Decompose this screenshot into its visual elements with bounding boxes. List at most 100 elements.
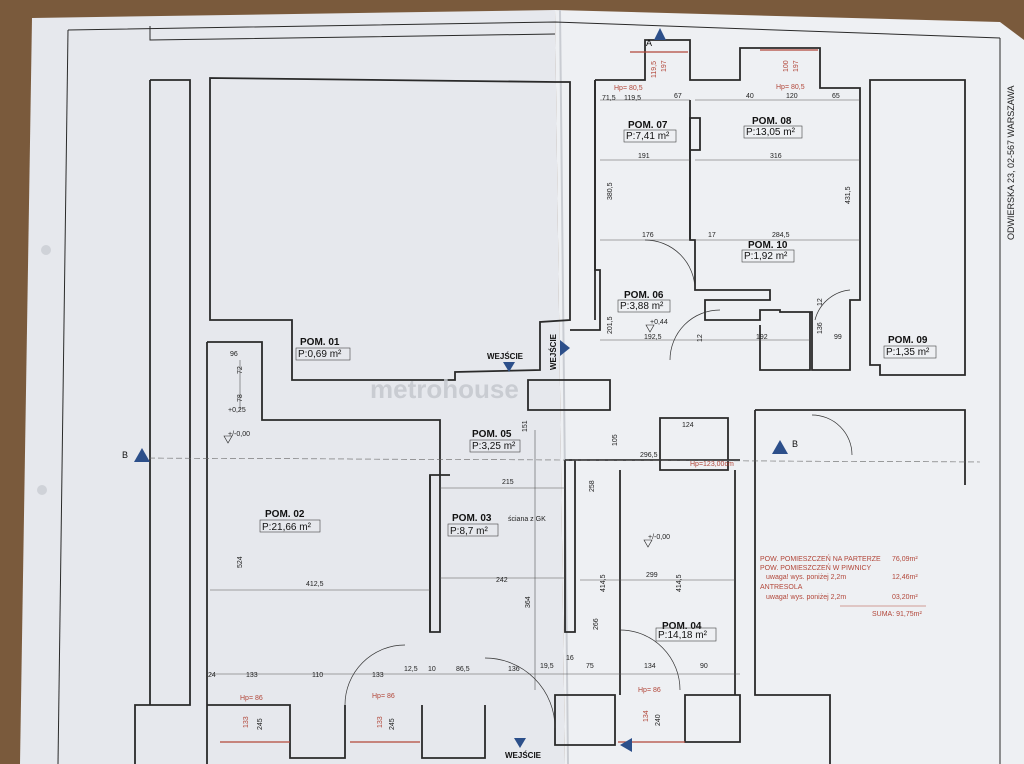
entrance-arrow-icon bbox=[503, 362, 515, 372]
wall-note: ściana z GK bbox=[508, 516, 546, 523]
room-area-box bbox=[741, 249, 795, 263]
dimension: 414,5 bbox=[676, 574, 683, 592]
dimension: 201,5 bbox=[607, 316, 614, 334]
dimension: 258 bbox=[589, 480, 596, 492]
dimension: 99 bbox=[834, 334, 842, 341]
summary-row-value: 03,20m² bbox=[892, 594, 918, 601]
stair-note: Hp=123,00cm bbox=[690, 461, 734, 468]
section-marker-icon bbox=[654, 28, 666, 40]
dimension: 242 bbox=[496, 577, 508, 584]
dimension: 176 bbox=[642, 232, 654, 239]
dimension: 133 bbox=[372, 672, 384, 679]
dimension: 67 bbox=[674, 93, 682, 100]
level-label: +0,25 bbox=[228, 407, 246, 414]
watermark: metrohouse bbox=[370, 374, 519, 404]
room-area-box bbox=[623, 129, 677, 143]
dimension: 524 bbox=[237, 556, 244, 568]
summary-row-label: uwaga! wys. poniżej 2,2m bbox=[766, 574, 846, 581]
section-label: B bbox=[122, 450, 128, 460]
level-label: +/-0,00 bbox=[648, 534, 670, 541]
dimension: 100 bbox=[783, 60, 790, 72]
room-area: P:1,92 m² bbox=[744, 251, 788, 262]
dimension: 120 bbox=[786, 93, 798, 100]
dimension: 16 bbox=[566, 655, 574, 662]
dimension: 380,5 bbox=[607, 182, 614, 200]
height-label: Hp= 86 bbox=[638, 687, 661, 694]
dimension: 431,5 bbox=[845, 186, 852, 204]
dimension: 12 bbox=[697, 334, 704, 342]
dimension-labels: 96 72 78 524 412,5 24 133 110 133 12,5 1… bbox=[208, 60, 852, 730]
dimension: 136 bbox=[817, 322, 824, 334]
entrance-markers: WEJŚCIE WEJŚCIE WEJŚCIE bbox=[487, 333, 570, 760]
dimension: 86,5 bbox=[456, 666, 470, 673]
dimension: 192 bbox=[756, 334, 768, 341]
room-area: P:7,41 m² bbox=[626, 131, 670, 142]
area-summary: POW. POMIESZCZEŃ NA PARTERZE 76,09m² POW… bbox=[760, 554, 926, 618]
window-marks bbox=[220, 49, 818, 743]
dimension: 151 bbox=[522, 420, 529, 432]
dimension: 75 bbox=[586, 663, 594, 670]
dimension: 191 bbox=[638, 153, 650, 160]
section-marker-icon bbox=[620, 738, 632, 752]
room-name: POM. 08 bbox=[752, 116, 792, 127]
section-marker-icon bbox=[772, 440, 788, 454]
height-label: Hp= 86 bbox=[240, 695, 263, 702]
dimension: 284,5 bbox=[772, 232, 790, 239]
dimension: 296,5 bbox=[640, 452, 658, 459]
room-name: POM. 09 bbox=[888, 335, 928, 346]
dimension: 133 bbox=[377, 716, 384, 728]
dimension: 119,5 bbox=[624, 95, 641, 102]
dimension: 245 bbox=[389, 718, 396, 730]
summary-row-label: ANTRESOLA bbox=[760, 584, 803, 591]
dimension: 215 bbox=[502, 479, 514, 486]
room-area-box bbox=[883, 345, 937, 359]
room-area: P:1,35 m² bbox=[886, 347, 930, 358]
dimension: 90 bbox=[700, 663, 708, 670]
dimension: 71,5 bbox=[602, 95, 616, 102]
dimension: 134 bbox=[644, 663, 656, 670]
entrance-label-top: WEJŚCIE bbox=[487, 352, 524, 361]
binder-hole bbox=[37, 485, 47, 495]
room-area-box bbox=[469, 439, 521, 453]
room-area: P:8,7 m² bbox=[450, 526, 488, 537]
dimension: 364 bbox=[525, 596, 532, 608]
dimension: 133 bbox=[246, 672, 258, 679]
height-label: Hp= 86 bbox=[372, 693, 395, 700]
dimension: 40 bbox=[746, 93, 754, 100]
room-name: POM. 06 bbox=[624, 290, 664, 301]
paper-fold bbox=[559, 9, 569, 764]
room-name: POM. 07 bbox=[628, 120, 668, 131]
section-marker-icon bbox=[134, 448, 150, 462]
room-area: P:13,05 m² bbox=[746, 127, 796, 138]
dimension: 10 bbox=[428, 666, 436, 673]
dimension: 133 bbox=[243, 716, 250, 728]
dimension: 266 bbox=[593, 618, 600, 630]
dimension: 17 bbox=[708, 232, 716, 239]
level-icon bbox=[223, 435, 233, 444]
level-icon bbox=[643, 539, 653, 548]
dimension: 110 bbox=[312, 672, 323, 679]
dimension: 124 bbox=[682, 422, 694, 429]
dimension: 412,5 bbox=[306, 581, 324, 588]
dimension: 105 bbox=[612, 434, 619, 446]
section-markers: B B A bbox=[122, 28, 798, 752]
level-markers: +0,25 +/-0,00 +/-0,00 +0,44 bbox=[223, 319, 670, 548]
room-area: P:3,88 m² bbox=[620, 301, 664, 312]
dimension: 78 bbox=[237, 394, 244, 402]
dimension: 96 bbox=[230, 351, 238, 358]
dimension: 24 bbox=[208, 672, 216, 679]
dimension-lines bbox=[210, 99, 860, 690]
room-name: POM. 03 bbox=[452, 513, 492, 524]
binder-hole bbox=[41, 245, 51, 255]
room-area: P:21,66 m² bbox=[262, 522, 312, 533]
room-area-box bbox=[655, 627, 717, 642]
entrance-label-side: WEJŚCIE bbox=[549, 333, 558, 370]
dimension: 19,5 bbox=[540, 663, 554, 670]
dimension: 119,5 bbox=[651, 61, 658, 78]
room-labels: POM. 01 P:0,69 m² POM. 02 P:21,66 m² POM… bbox=[259, 116, 937, 642]
room-area: P:3,25 m² bbox=[472, 441, 516, 452]
dimension: 197 bbox=[793, 60, 800, 72]
summary-row-label: POW. POMIESZCZEŃ W PIWNICY bbox=[760, 563, 872, 572]
dimension: 134 bbox=[643, 710, 650, 722]
